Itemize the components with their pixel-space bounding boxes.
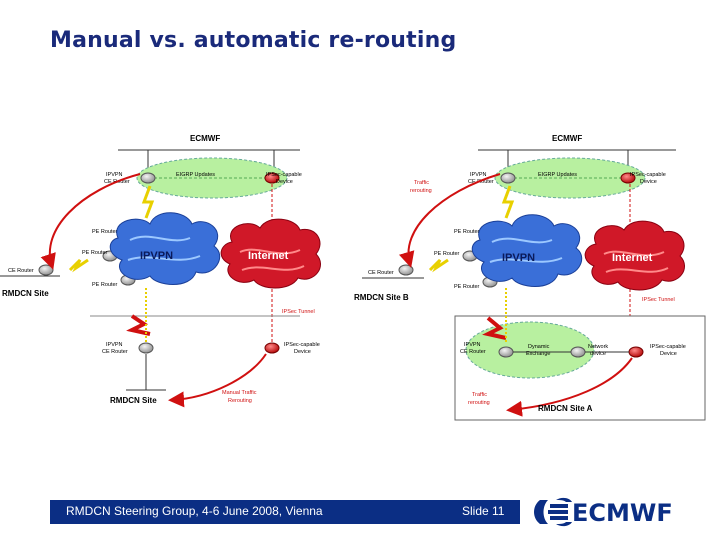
left-ipvpn-cloud	[109, 212, 221, 285]
right-pe-router-2-label: PE Router	[434, 251, 460, 257]
right-ce-router-bottom-label-2: CE Router	[460, 349, 486, 355]
right-network-device-label-2: device	[590, 351, 606, 357]
right-broken-link	[482, 316, 507, 340]
right-pe-router-3-label: PE Router	[454, 284, 480, 290]
right-ecmwf-label: ECMWF	[552, 134, 582, 143]
right-ipsec-tunnel-label: IPSec Tunnel	[642, 297, 675, 303]
right-traffic-bottom-label-2: rerouting	[468, 400, 490, 406]
right-ipsec-top-label-2: Device	[640, 179, 657, 185]
right-traffic-top-label-2: rerouting	[410, 188, 432, 194]
left-rmdcn-site-label: RMDCN Site	[2, 289, 49, 298]
right-rmdcn-site-a-label: RMDCN Site A	[538, 404, 593, 413]
left-eigrp-label: EIGRP Updates	[176, 172, 215, 178]
right-ipsec-device-bottom	[628, 346, 644, 358]
slide-number: Slide 11	[462, 504, 505, 518]
left-ce-router-bottom-label-1: IPVPN	[106, 342, 123, 348]
right-rmdcn-site-b-label: RMDCN Site B	[354, 293, 409, 302]
right-ipsec-top-label-1: IPSec-capable	[630, 172, 666, 178]
right-ipsec-bottom-label-1: IPSec-capable	[650, 344, 686, 350]
left-ipsec-top-label-1: IPSec-capable	[266, 172, 302, 178]
left-pe-router-1-label: PE Router	[92, 229, 118, 235]
left-manual-reroute-arrow-bottom	[168, 353, 267, 408]
right-ce-router-top-label-1: IPVPN	[470, 172, 487, 178]
right-ce-router-label: CE Router	[368, 270, 394, 276]
right-ce-router	[398, 264, 414, 276]
left-ce-router-bottom	[138, 342, 154, 354]
left-pe-router-3-label: PE Router	[92, 282, 118, 288]
right-ipvpn-cloud	[471, 214, 583, 287]
right-traffic-top-label-1: Traffic	[414, 180, 429, 186]
right-ipsec-bottom-label-2: Device	[660, 351, 677, 357]
left-ipsec-device-bottom	[264, 342, 280, 354]
right-eigrp-label: EIGRP Updates	[538, 172, 577, 178]
left-ce-router-top-label-1: IPVPN	[106, 172, 123, 178]
ecmwf-logo-text: ECMWF	[572, 499, 673, 527]
left-ipsec-bottom-label-1: IPSec-capable	[284, 342, 320, 348]
left-ipvpn-label: IPVPN	[140, 250, 173, 262]
right-dynamic-exchange-label-2: Exchange	[526, 351, 550, 357]
left-ce-router-label: CE Router	[8, 268, 34, 274]
left-internet-label: Internet	[248, 250, 289, 262]
ecmwf-logo: ECMWF	[534, 497, 673, 527]
left-ipsec-top-label-2: Device	[276, 179, 293, 185]
right-pe-router-1-label: PE Router	[454, 229, 480, 235]
right-auto-reroute-arrow-bottom	[506, 357, 633, 417]
right-ce-router-top	[500, 172, 516, 184]
left-ipsec-bottom-label-2: Device	[294, 349, 311, 355]
footer-bar	[50, 500, 520, 524]
right-ipvpn-label: IPVPN	[502, 252, 535, 264]
footer-text: RMDCN Steering Group, 4-6 June 2008, Vie…	[66, 504, 323, 518]
right-internet-label: Internet	[612, 252, 653, 264]
right-dynamic-exchange-label-1: Dynamic	[528, 344, 550, 350]
left-ce-router-top	[140, 172, 156, 184]
left-ecmwf-label: ECMWF	[190, 134, 220, 143]
left-manual-reroute-arrow-top	[40, 173, 141, 270]
right-ce-router-bottom	[498, 346, 514, 358]
slide-title: Manual vs. automatic re-routing	[50, 28, 457, 53]
right-ipsec-device-top	[620, 172, 636, 184]
right-ce-router-top-label-2: CE Router	[468, 179, 494, 185]
right-ce-router-bottom-label-1: IPVPN	[464, 342, 481, 348]
left-ipsec-device-top	[264, 172, 280, 184]
left-broken-link	[126, 314, 151, 336]
left-pe-router-2-label: PE Router	[82, 250, 108, 256]
left-manual-traffic-label-1: Manual Traffic	[222, 390, 257, 396]
right-traffic-bottom-label-1: Traffic	[472, 392, 487, 398]
left-manual-traffic-label-2: Rerouting	[228, 398, 252, 404]
left-ipsec-tunnel-label: IPSec Tunnel	[282, 309, 315, 315]
right-internet-cloud	[584, 220, 685, 291]
left-ce-router-bottom-label-2: CE Router	[102, 349, 128, 355]
left-diagram: ECMWF EIGRP Updates IPVPN CE Router IPSe…	[0, 134, 321, 408]
left-internet-cloud	[220, 218, 321, 289]
right-auto-reroute-arrow-top	[398, 173, 501, 268]
left-rmdcn-site-bottom-label: RMDCN Site	[110, 396, 157, 405]
right-diagram: ECMWF EIGRP Updates IPVPN CE Router IPSe…	[354, 134, 706, 421]
right-network-device-label-1: Network	[588, 344, 608, 350]
rerouting-diagrams: ECMWF EIGRP Updates IPVPN CE Router IPSe…	[0, 134, 706, 421]
left-ce-router	[38, 264, 54, 276]
right-network-device	[570, 346, 586, 358]
